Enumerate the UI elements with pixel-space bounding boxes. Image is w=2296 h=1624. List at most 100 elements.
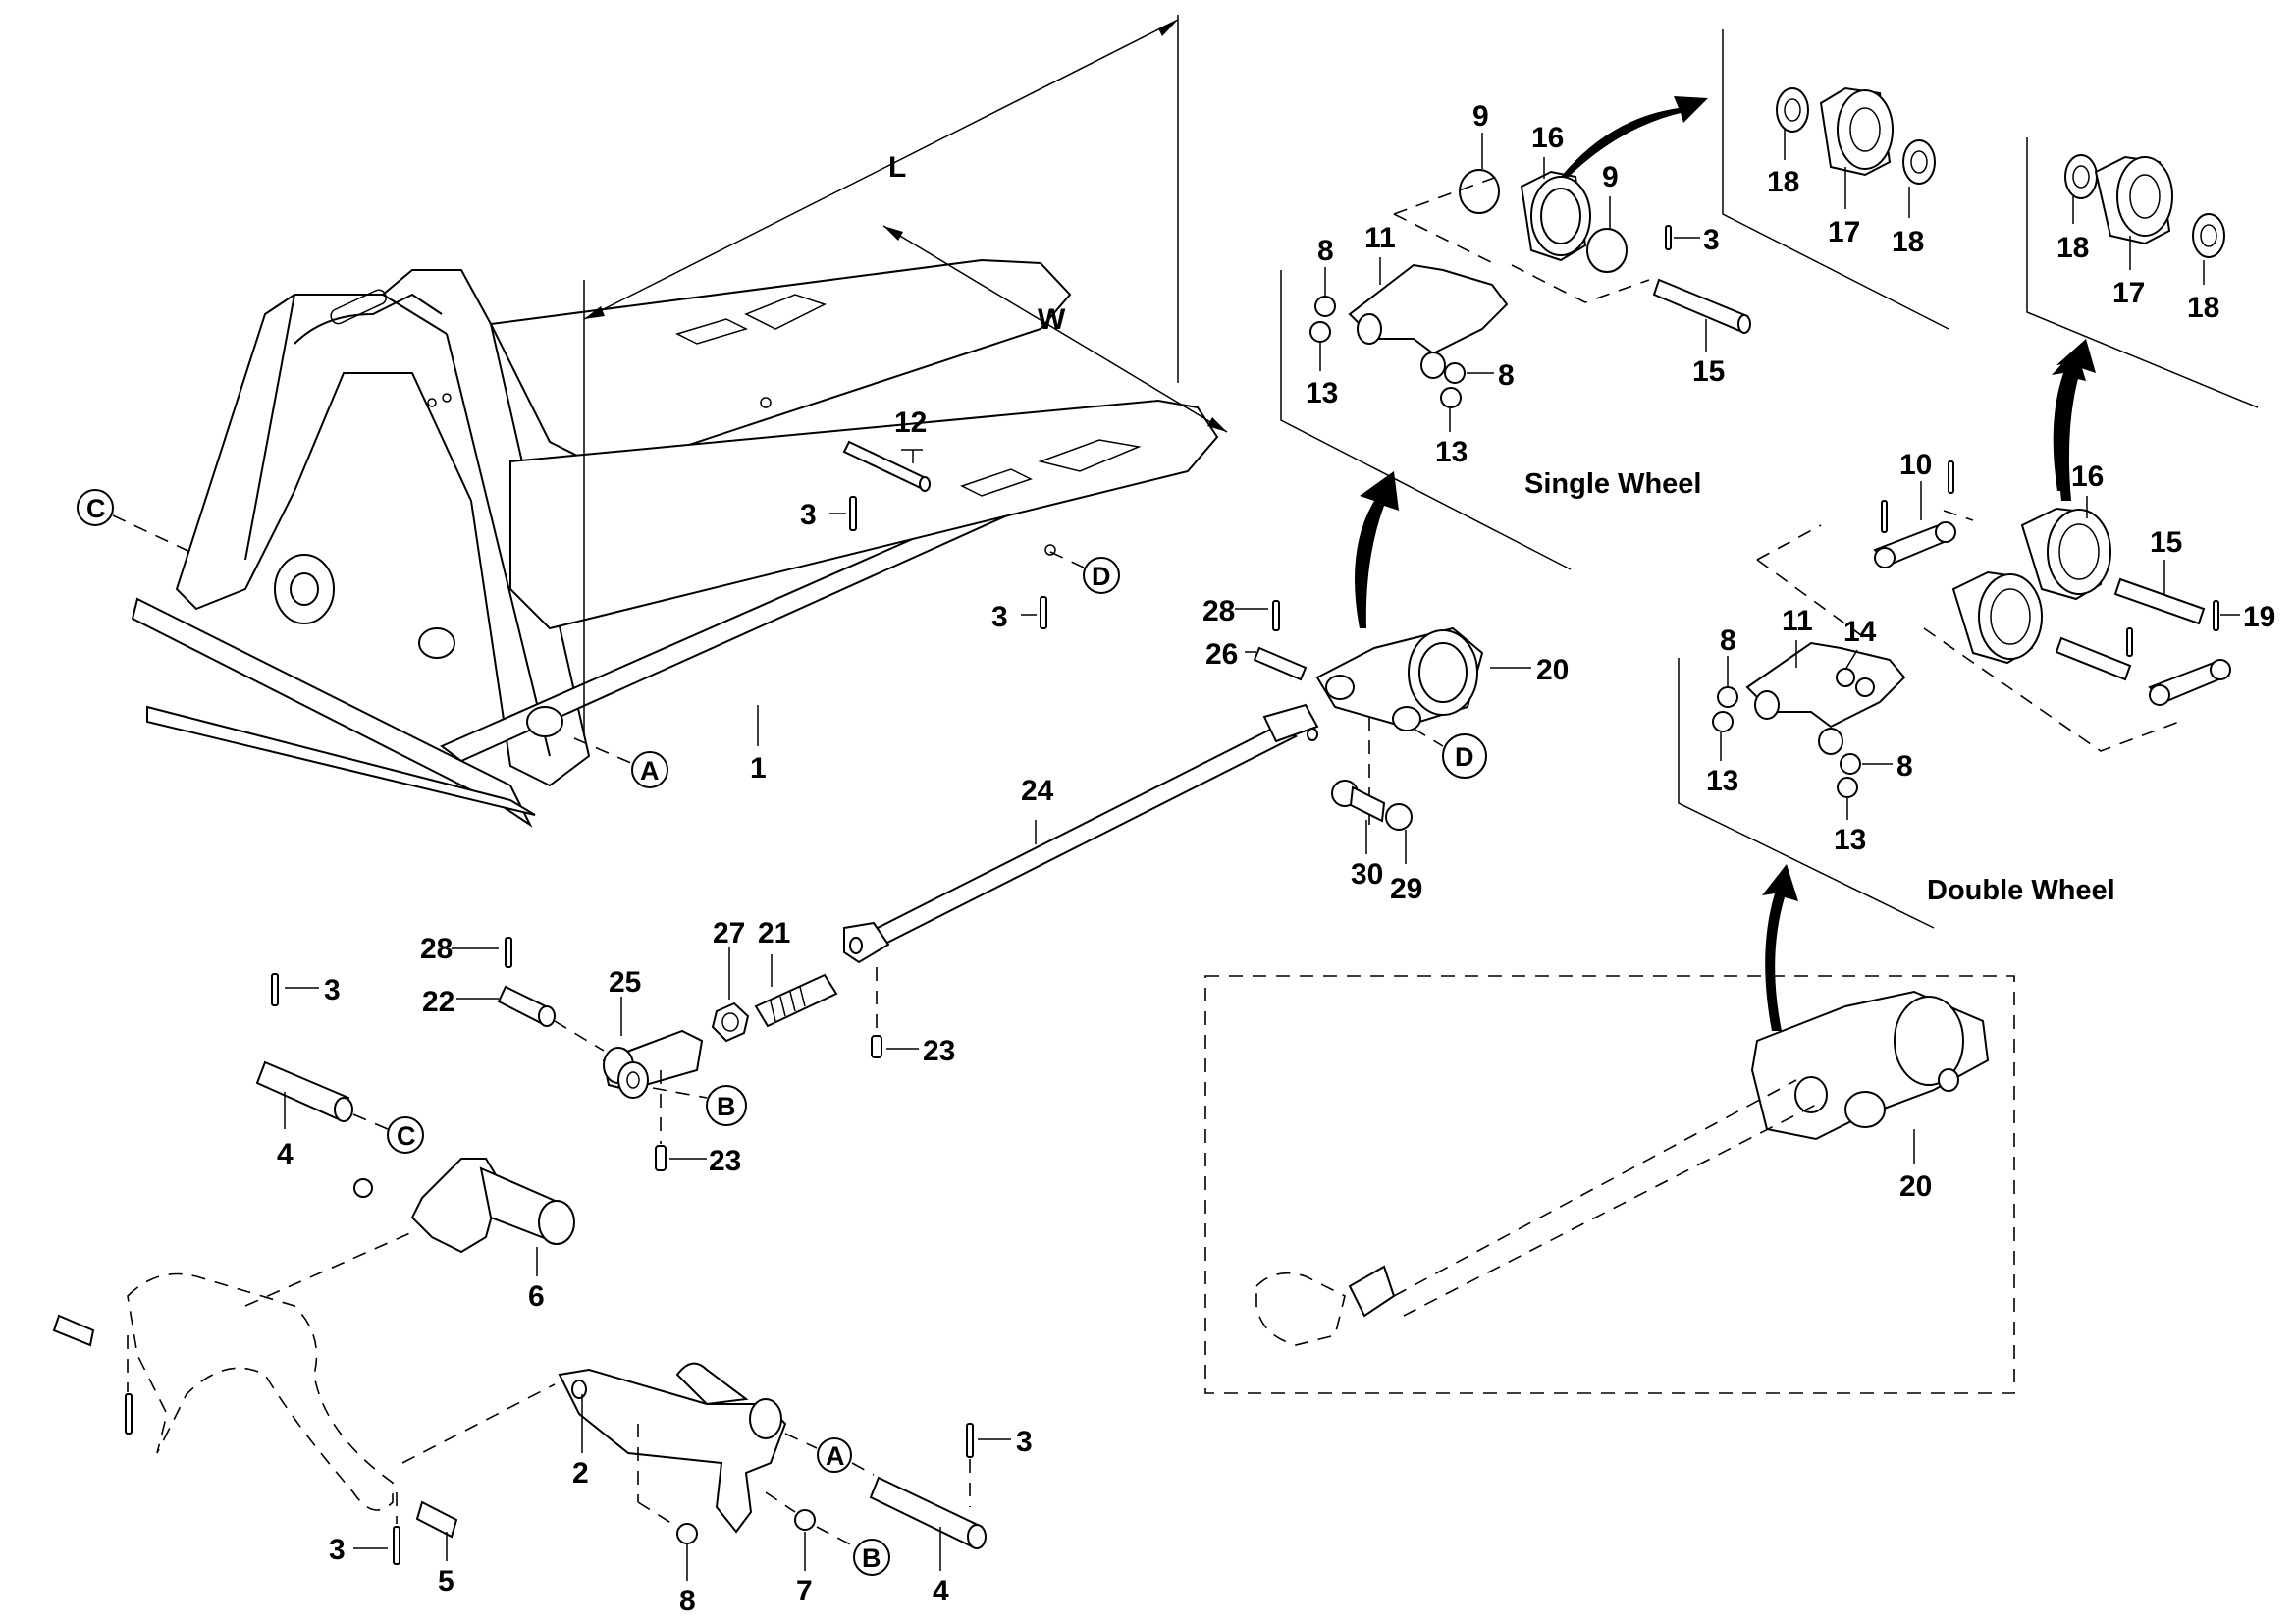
set-screw-23-a: 23 [871, 967, 955, 1067]
axle-4-group-bottom: 3 4 [851, 1423, 1033, 1607]
threaded-adapter-21: 21 [754, 917, 838, 1028]
part-label-20-b: 20 [1899, 1170, 1932, 1203]
part-label-17-b: 17 [2112, 277, 2145, 309]
wheel-detail-inset-a: 18 17 18 [1767, 86, 1936, 258]
part-label-3-a: 3 [800, 499, 817, 531]
svg-text:B: B [717, 1092, 736, 1121]
part-label-25: 25 [609, 966, 641, 999]
part-label-20-a: 20 [1536, 654, 1569, 686]
ref-marker-B-clevis: B [652, 1085, 747, 1126]
dimension-label-L: L [888, 151, 906, 184]
part-label-23-b: 23 [709, 1145, 741, 1177]
part-label-18-c: 18 [2056, 232, 2089, 264]
pin-12-group: 12 3 3 [800, 406, 1047, 633]
part-label-15-b: 15 [2150, 526, 2182, 559]
ref-marker-A-lower: A [784, 1433, 852, 1473]
pin-22-group: 28 22 [420, 933, 605, 1052]
ref-marker-C-lower: C [387, 1116, 424, 1154]
double-wheel-inset: 10 16 15 19 11 14 8 [1678, 349, 2275, 929]
pin-26-group: 28 26 [1202, 595, 1308, 681]
part-label-14: 14 [1843, 616, 1877, 648]
part-label-4-b: 4 [933, 1575, 949, 1607]
part-label-3-d: 3 [329, 1534, 346, 1566]
bushing-7-8: 8 7 [676, 1491, 855, 1617]
part-label-2: 2 [572, 1457, 589, 1489]
part-label-28-b: 28 [1202, 595, 1235, 627]
ref-marker-D-frame: D [1049, 551, 1120, 594]
part-label-10: 10 [1899, 449, 1932, 481]
push-rod-24: 24 [843, 703, 1319, 964]
ref-marker-C-frame: C [77, 489, 197, 556]
part-label-30: 30 [1351, 858, 1383, 891]
part-label-13-d: 13 [1834, 824, 1866, 856]
part-label-8-b: 8 [1317, 235, 1334, 267]
pin-5-group: 5 3 [329, 1383, 556, 1597]
svg-text:D: D [1455, 742, 1474, 772]
load-wheel-assembly-20: 20 [1315, 626, 1569, 731]
single-wheel-inset: 9 16 9 3 15 11 8 13 8 [1280, 29, 1949, 570]
set-screw-23-b: 23 [655, 1070, 741, 1177]
svg-text:B: B [862, 1543, 881, 1573]
part-label-18-d: 18 [2187, 292, 2219, 324]
arrow-to-wheel-detail-a [1561, 96, 1708, 177]
part-label-11-a: 11 [1364, 222, 1396, 254]
part-label-16-a: 16 [1531, 122, 1564, 154]
part-label-1: 1 [750, 752, 767, 785]
part-label-17-a: 17 [1828, 216, 1860, 248]
part-label-3-e: 3 [1016, 1426, 1033, 1458]
ref-marker-A-frame: A [573, 737, 668, 788]
single-wheel-caption: Single Wheel [1524, 468, 1701, 500]
ref-marker-B-lower: B [853, 1539, 890, 1576]
part-label-27: 27 [713, 917, 745, 949]
svg-text:A: A [826, 1441, 845, 1471]
ghost-pump-arm [52, 1231, 413, 1511]
part-label-8-e: 8 [1896, 750, 1913, 783]
part-label-3-f: 3 [1703, 224, 1720, 256]
bushing-29-30: 30 29 [1331, 717, 1422, 905]
part-label-8-a: 8 [679, 1585, 696, 1617]
arrow-double-to-detail [2052, 349, 2086, 491]
part-label-3-b: 3 [991, 601, 1008, 633]
part-label-13-b: 13 [1435, 436, 1468, 468]
part-label-18-a: 18 [1767, 166, 1799, 198]
part-label-21: 21 [758, 917, 790, 949]
part-label-13-c: 13 [1706, 765, 1738, 797]
lever-6: 6 [353, 1158, 575, 1313]
part-label-9-a: 9 [1472, 100, 1489, 133]
clevis-25: 25 [602, 966, 704, 1099]
ref-marker-D-wheel: D [1413, 728, 1487, 779]
part-label-13-a: 13 [1306, 377, 1338, 409]
arrow-to-single-wheel [1355, 471, 1399, 628]
axle-4-group-top: 3 4 [255, 973, 389, 1170]
dimension-W: W [882, 225, 1228, 433]
part-label-4-a: 4 [277, 1138, 294, 1170]
part-label-22: 22 [422, 986, 454, 1018]
part-label-12: 12 [894, 406, 927, 439]
part-label-7: 7 [796, 1575, 813, 1607]
part-label-18-b: 18 [1892, 226, 1924, 258]
arrow-box-to-double-wheel [1762, 864, 1798, 1031]
part-label-6: 6 [528, 1280, 545, 1313]
part-label-9-b: 9 [1602, 161, 1619, 193]
part-label-24: 24 [1021, 775, 1054, 807]
nut-27: 27 [711, 917, 750, 1043]
part-label-5: 5 [438, 1565, 454, 1597]
part-label-8-d: 8 [1720, 624, 1736, 657]
part-label-3-c: 3 [324, 974, 341, 1006]
svg-text:D: D [1092, 562, 1111, 591]
part-label-11-b: 11 [1782, 605, 1813, 637]
svg-text:C: C [86, 494, 106, 523]
part-label-28-a: 28 [420, 933, 453, 965]
part-label-26: 26 [1205, 638, 1238, 671]
part-label-15-a: 15 [1692, 355, 1725, 388]
part-label-23-a: 23 [923, 1035, 955, 1067]
part-label-19: 19 [2243, 601, 2275, 633]
fork-frame [131, 258, 1219, 828]
dimension-label-W: W [1038, 303, 1066, 336]
svg-text:A: A [640, 756, 660, 785]
double-wheel-assembly-box: 20 [1204, 864, 2015, 1394]
part-label-8-c: 8 [1498, 359, 1515, 392]
part-label-29: 29 [1390, 873, 1422, 905]
part-label-16-b: 16 [2071, 460, 2104, 493]
